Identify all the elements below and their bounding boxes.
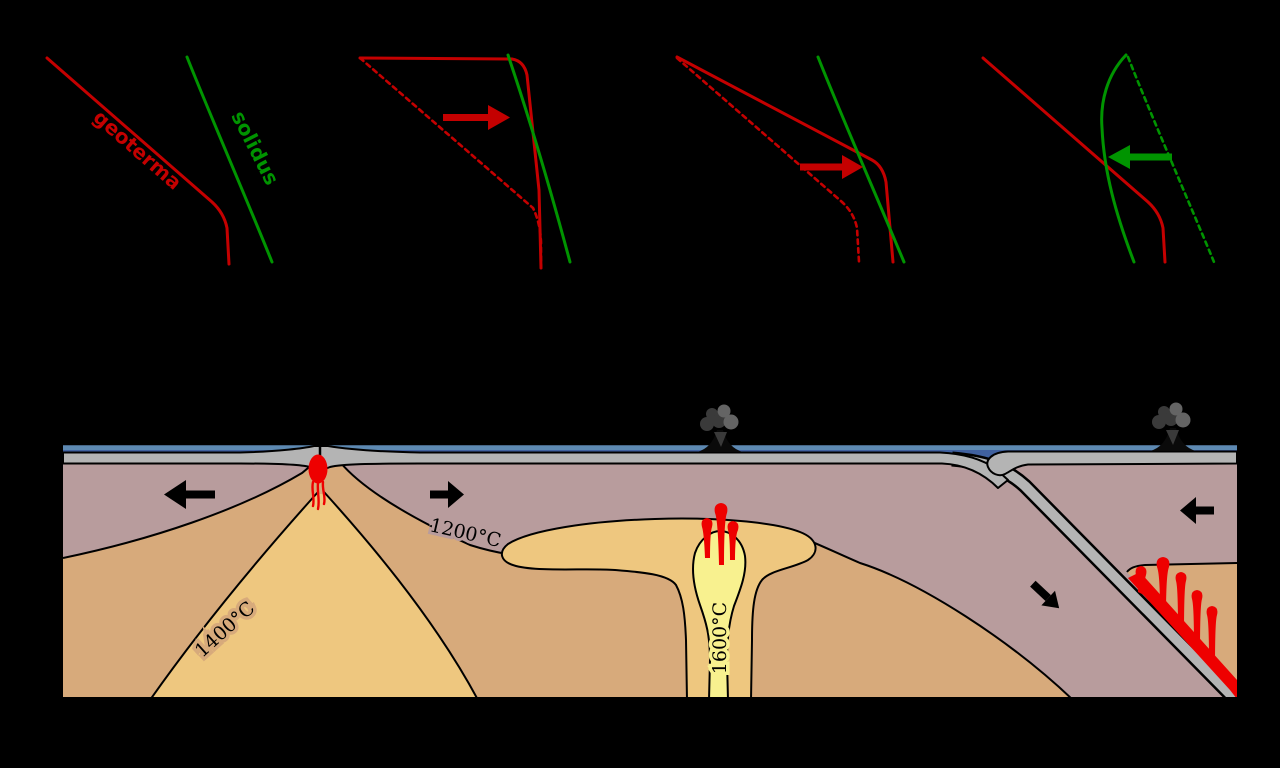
melt-drop	[714, 503, 728, 565]
ridge-magma	[308, 454, 328, 511]
melt-strip	[1128, 572, 1237, 699]
arrow-head	[448, 481, 464, 508]
arrow-head	[1108, 145, 1130, 169]
ridge-upwelling-region	[150, 494, 478, 699]
solidus-curve	[816, 55, 906, 264]
smoke-cloud	[700, 404, 739, 447]
isotherm-1200-contour-left	[63, 462, 315, 559]
arrow-shaft	[443, 114, 489, 121]
melt-diapir	[1206, 606, 1218, 667]
wet-solidus-curve	[1100, 53, 1136, 264]
original-geotherm-dotted	[675, 56, 861, 264]
left-plate-arrow	[164, 480, 215, 509]
smoke-puff	[723, 414, 739, 430]
arc-volcano	[1150, 402, 1196, 451]
smoke-puff	[1152, 415, 1166, 429]
panel-heating-melting	[675, 55, 906, 264]
arrow-head	[1041, 590, 1060, 609]
arrow-shaft	[430, 490, 448, 499]
arrow-shaft	[186, 490, 215, 499]
arrow-head	[842, 155, 863, 179]
arrow-head	[488, 105, 510, 130]
smoke-puff	[1169, 402, 1183, 416]
melt-diapir	[1156, 557, 1170, 616]
hotspot-volcano	[697, 404, 743, 452]
plume-melt-drops	[701, 503, 739, 565]
melt-diapir	[1175, 572, 1187, 634]
overriding-plate-arrow	[1180, 497, 1214, 524]
isotherm-1400-contour-left	[149, 491, 319, 699]
magma-streak	[321, 480, 326, 506]
right-plate-arrow	[430, 481, 464, 508]
smoke-stem	[714, 432, 727, 447]
plate-motion-arrows	[164, 480, 1214, 609]
melt-drop	[701, 518, 713, 558]
solidus-curve	[506, 53, 572, 264]
continental-crust-right	[986, 450, 1237, 477]
mantle-cross-section: 1200°C 1400°C 1600°C	[63, 443, 1237, 699]
shift-right-arrow	[443, 105, 510, 130]
smoke-puff	[1164, 412, 1178, 426]
isotherm-1400-contour-right	[323, 491, 479, 699]
subduction-arrow	[1030, 580, 1060, 609]
magma-streak	[316, 481, 320, 511]
smoke-puff	[1175, 412, 1191, 428]
magma-streak	[311, 480, 315, 508]
arrow-shaft	[1196, 506, 1214, 515]
wedge-contour	[1126, 562, 1237, 573]
smoke-puff	[717, 404, 731, 418]
shift-left-arrow	[1108, 145, 1172, 169]
panel-flux-melting	[981, 53, 1216, 264]
decompression-path-curve	[358, 56, 543, 270]
panel-decompression-melting	[358, 53, 572, 270]
geotherm-curve	[45, 56, 231, 266]
heated-geotherm-curve	[675, 55, 895, 264]
melt-diapir	[1191, 590, 1203, 652]
ocean-shallow-layer	[63, 443, 1237, 450]
melt-drop	[727, 521, 739, 560]
smoke-cloud	[1152, 402, 1191, 445]
subduction-melt	[1128, 557, 1237, 699]
magma-blob	[308, 454, 328, 484]
arrow-shaft	[800, 163, 842, 171]
shift-right-arrow	[800, 155, 863, 179]
smoke-puff	[712, 414, 726, 428]
arrow-head	[1180, 497, 1196, 524]
isotherm-1600-label: 1600°C	[709, 602, 731, 674]
solidus-curve	[185, 55, 274, 264]
smoke-puff	[700, 417, 714, 431]
geotherm-curve	[981, 56, 1167, 264]
melt-diapir	[1135, 566, 1147, 595]
smoke-stem	[1166, 430, 1179, 445]
arrow-head	[164, 480, 186, 509]
arrow-shaft	[1130, 153, 1172, 161]
arrow-shaft	[1030, 580, 1051, 601]
